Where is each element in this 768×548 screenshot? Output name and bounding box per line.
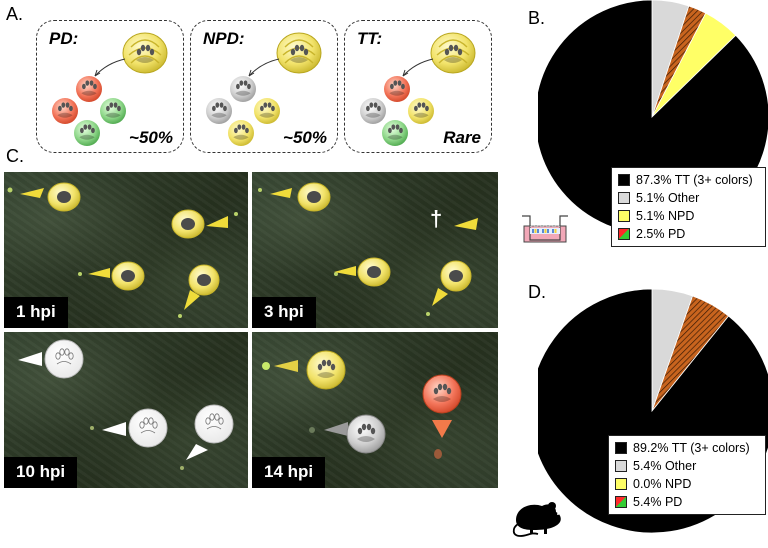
- mouse-icon: [512, 502, 561, 537]
- timepoint-label: 14 hpi: [252, 457, 326, 488]
- timepoint-label: 10 hpi: [4, 457, 78, 488]
- yellow-daughter-cell-icon: [228, 120, 254, 146]
- red-daughter-cell-icon: [76, 76, 102, 102]
- npd-percent: ~50%: [283, 128, 327, 147]
- uninfected-cell-icon: [128, 408, 168, 448]
- red-daughter-cell-icon: [384, 76, 410, 102]
- infected-cell-icon: [47, 182, 81, 212]
- yellow-daughter-cell-icon: [408, 98, 434, 124]
- gray-cell-icon: [346, 414, 386, 454]
- arrowhead-icon: [432, 420, 452, 438]
- gray-daughter-cell-icon: [206, 98, 232, 124]
- red-cell-icon: [422, 374, 462, 414]
- arrowhead-icon: [102, 422, 126, 436]
- infected-cell-icon: [188, 264, 220, 296]
- npd-segregation-box: NPD: ~50%: [190, 20, 338, 153]
- timepoint-label: 1 hpi: [4, 297, 68, 328]
- arrowhead-icon: [432, 288, 448, 306]
- arrowhead-icon: [324, 422, 348, 436]
- uninfected-cell-icon: [194, 404, 234, 444]
- arrowhead-icon: [18, 352, 42, 366]
- mother-cell-icon: [430, 32, 476, 74]
- arrowhead-icon: [274, 360, 298, 372]
- panel-label-a: A.: [6, 4, 24, 24]
- arrowhead-icon: [270, 188, 292, 198]
- green-daughter-cell-icon: [382, 120, 408, 146]
- arrowhead-icon: [184, 290, 200, 310]
- gray-daughter-cell-icon: [360, 98, 386, 124]
- arrowhead-icon: [334, 266, 356, 276]
- infected-cell-icon: [357, 257, 391, 287]
- legend-item-pd: 5.4% PD: [615, 493, 759, 511]
- culture-dish-icon: [522, 215, 568, 243]
- pd-segregation-box: PD: ~50%: [36, 20, 184, 153]
- timepoint-label: 3 hpi: [252, 297, 316, 328]
- legend-in-vitro: 87.3% TT (3+ colors) 5.1% Other 5.1% NPD…: [611, 167, 766, 247]
- arrowhead-icon: [20, 188, 44, 198]
- yellow-cell-icon: [306, 350, 346, 390]
- pd-percent: ~50%: [129, 128, 173, 147]
- legend-item-other: 5.4% Other: [615, 457, 759, 475]
- death-marker: †: [430, 206, 443, 231]
- legend-item-pd: 2.5% PD: [618, 225, 759, 243]
- legend-item-tt: 89.2% TT (3+ colors): [615, 439, 759, 457]
- yellow-daughter-cell-icon: [254, 98, 280, 124]
- infected-cell-icon: [297, 182, 331, 212]
- legend-item-tt: 87.3% TT (3+ colors): [618, 171, 759, 189]
- legend-item-other: 5.1% Other: [618, 189, 759, 207]
- micrograph-3hpi: † 3 hpi: [252, 172, 498, 328]
- pd-label: PD:: [49, 29, 79, 48]
- micrograph-10hpi: 10 hpi: [4, 332, 248, 488]
- gray-daughter-cell-icon: [230, 76, 256, 102]
- npd-segregation-illustration: [206, 32, 322, 146]
- tt-segregation-box: TT: Rare: [344, 20, 492, 153]
- tt-segregation-illustration: [360, 32, 476, 146]
- mother-cell-icon: [276, 32, 322, 74]
- arrowhead-icon: [454, 218, 478, 230]
- pd-segregation-illustration: [52, 32, 168, 146]
- legend-item-npd: 5.1% NPD: [618, 207, 759, 225]
- arrowhead-icon: [206, 216, 228, 228]
- uninfected-cell-icon: [44, 339, 84, 379]
- legend-in-vivo: 89.2% TT (3+ colors) 5.4% Other 0.0% NPD…: [608, 435, 766, 515]
- tt-percent: Rare: [443, 128, 481, 147]
- infected-cell-icon: [171, 209, 205, 239]
- infected-cell-icon: [440, 260, 472, 292]
- arrowhead-icon: [186, 444, 208, 460]
- arrowhead-icon: [88, 268, 110, 278]
- panel-label-d: D.: [528, 282, 546, 302]
- legend-item-npd: 0.0% NPD: [615, 475, 759, 493]
- panel-label-b: B.: [528, 8, 546, 28]
- green-daughter-cell-icon: [100, 98, 126, 124]
- panel-label-c: C.: [6, 146, 24, 166]
- tt-label: TT:: [357, 29, 383, 48]
- green-daughter-cell-icon: [74, 120, 100, 146]
- micrograph-1hpi: 1 hpi: [4, 172, 248, 328]
- red-daughter-cell-icon: [52, 98, 78, 124]
- infected-cell-icon: [111, 261, 145, 291]
- npd-label: NPD:: [203, 29, 245, 48]
- mother-cell-icon: [122, 32, 168, 74]
- micrograph-14hpi: 14 hpi: [252, 332, 498, 488]
